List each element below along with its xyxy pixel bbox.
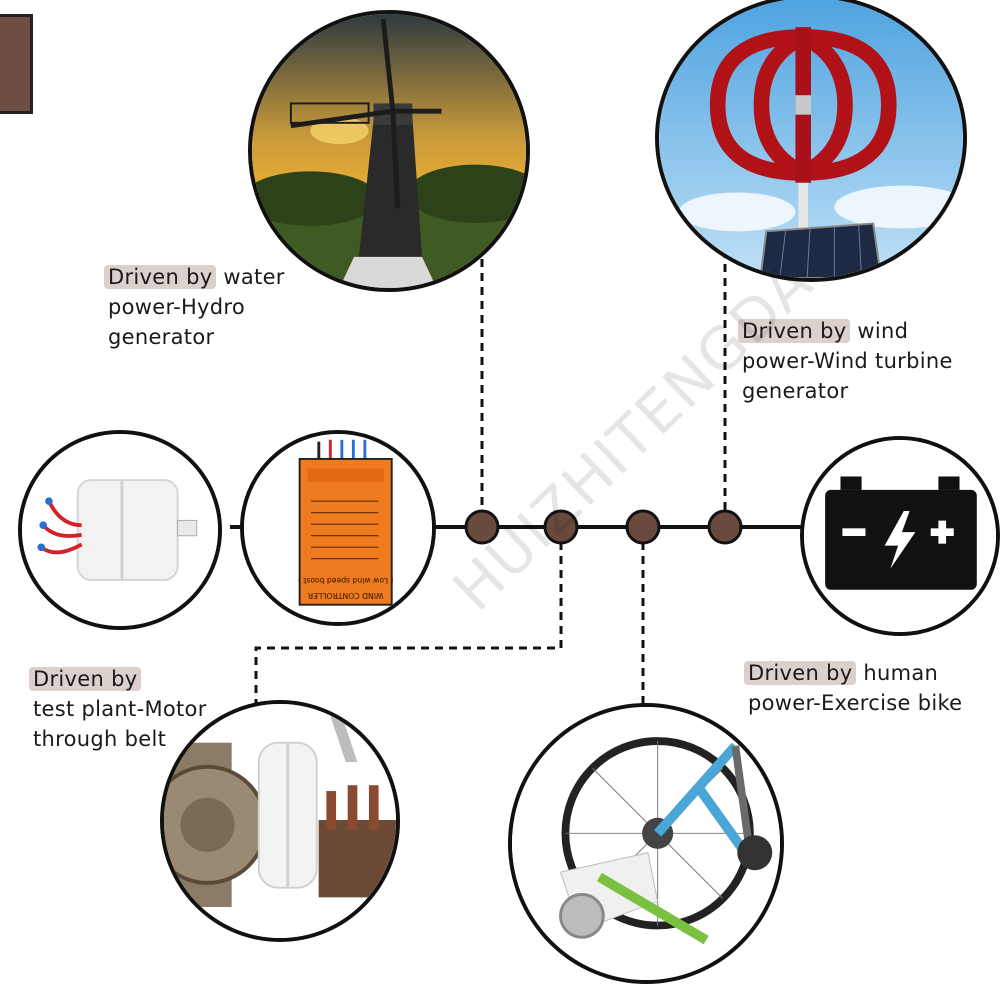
label-wind: Driven by wind power-Wind turbine genera… <box>738 316 953 406</box>
generator-image <box>18 430 222 630</box>
label-bike-lead: Driven by <box>744 661 857 685</box>
label-hydro-lead: Driven by <box>104 265 217 289</box>
label-hydro-line2: power-Hydro <box>108 295 246 319</box>
label-hydro-line3: generator <box>108 325 215 349</box>
label-motor-line3: through belt <box>33 727 167 751</box>
label-wind-line3: generator <box>742 379 849 403</box>
exercise-bike-image <box>508 703 784 984</box>
node-hydro <box>464 509 500 545</box>
wind-controller-image: ( Low wind speed boost ) WIND CONTROLLER <box>240 430 436 626</box>
controller-title: WIND CONTROLLER <box>307 591 383 600</box>
label-wind-lead: Driven by <box>738 319 851 343</box>
label-bike-line2: power-Exercise bike <box>748 691 963 715</box>
label-motor-line2: test plant-Motor <box>33 697 207 721</box>
node-wind <box>707 509 743 545</box>
wind-turbine-image <box>655 0 967 282</box>
motor-belt-image <box>160 700 400 942</box>
label-motor: Driven by test plant-Motor through belt <box>29 664 207 754</box>
windmill-image <box>248 10 530 292</box>
label-motor-lead: Driven by <box>29 667 142 691</box>
label-hydro-rest: water <box>216 265 285 289</box>
label-wind-line2: power-Wind turbine <box>742 349 953 373</box>
battery-image <box>800 436 1000 636</box>
node-bike <box>625 509 661 545</box>
corner-block <box>0 14 33 114</box>
label-bike: Driven by human power-Exercise bike <box>744 658 963 718</box>
label-wind-rest: wind <box>850 319 909 343</box>
motor-connector <box>254 542 563 705</box>
bolt-icon <box>884 511 916 569</box>
label-hydro: Driven by water power-Hydro generator <box>104 262 285 352</box>
controller-subtitle: ( Low wind speed boost ) <box>298 576 394 585</box>
label-bike-rest: human <box>856 661 939 685</box>
node-motor <box>543 509 579 545</box>
